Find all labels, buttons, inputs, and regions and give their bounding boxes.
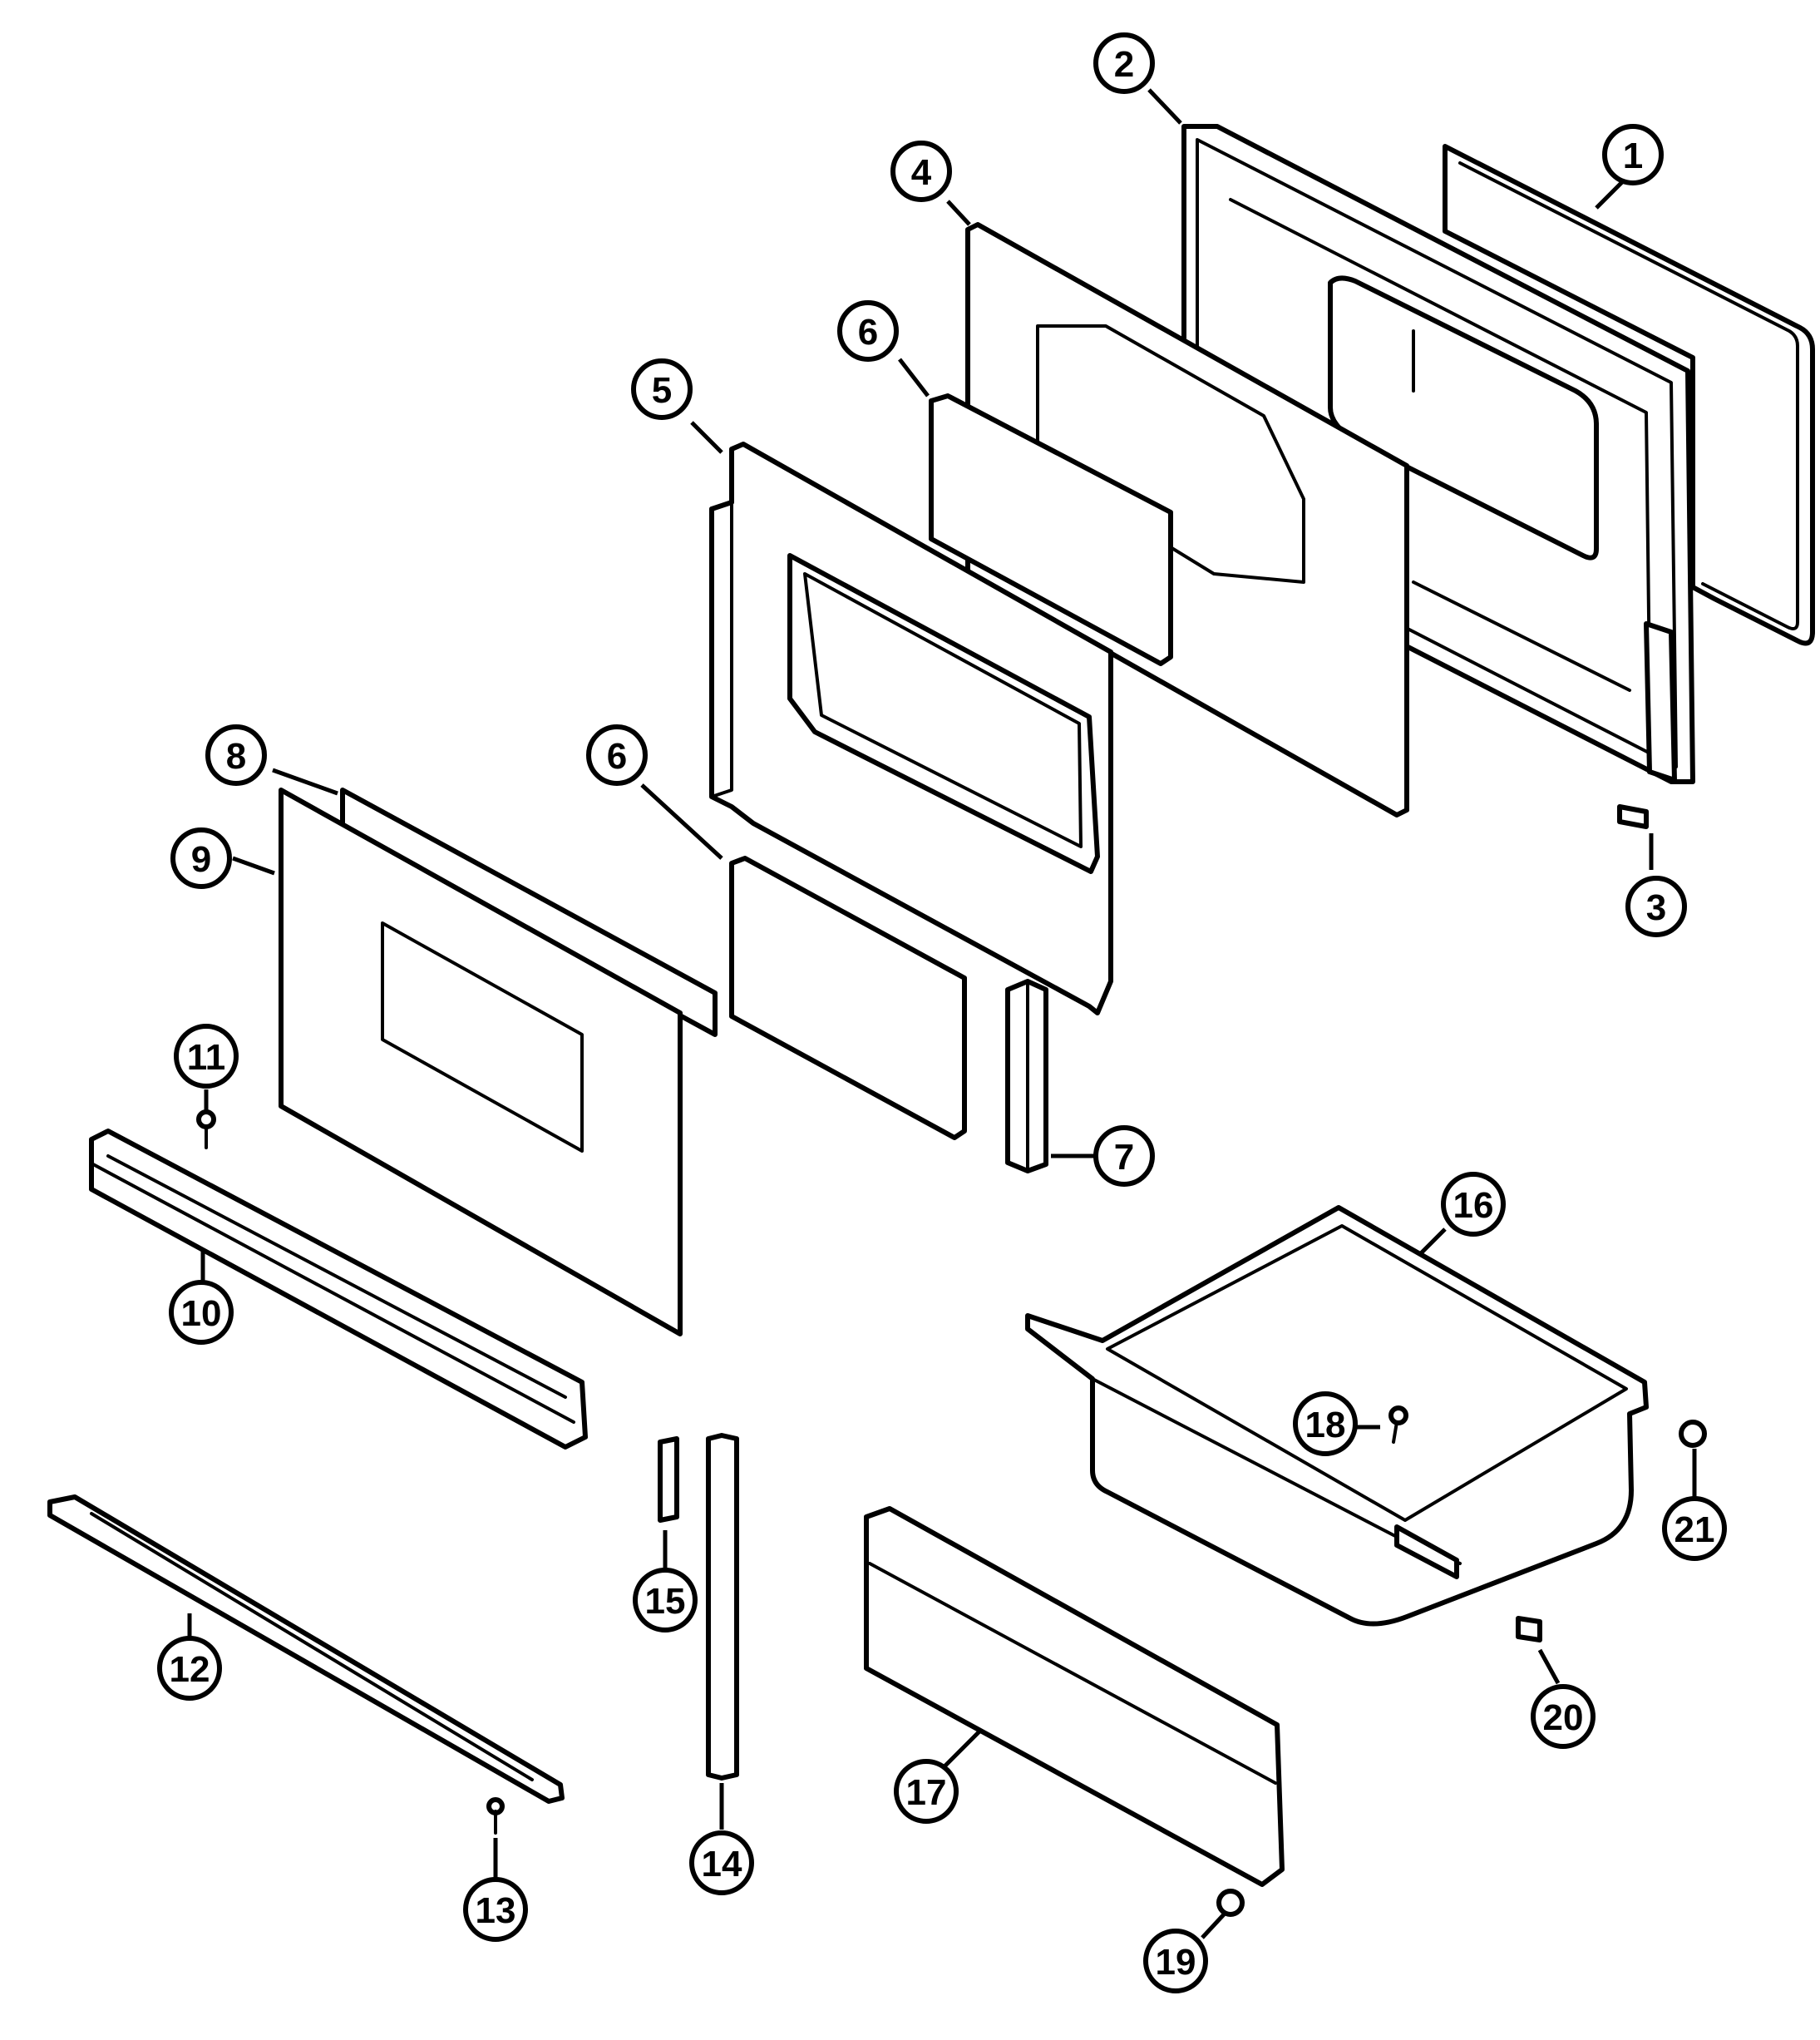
part-19-bumper: [1216, 1889, 1245, 1917]
callout-21-label: 21: [1674, 1509, 1715, 1550]
part-6-upper-glass: [929, 393, 1173, 666]
callout-8-label: 8: [226, 736, 246, 777]
callout-9-label: 9: [191, 839, 211, 880]
callout-6-upper-label: 6: [858, 312, 878, 353]
callout-6-lower-label: 6: [607, 736, 627, 777]
callout-1: 1: [1602, 124, 1664, 185]
callout-5-label: 5: [652, 370, 672, 411]
callout-20: 20: [1531, 1684, 1596, 1749]
callout-4-label: 4: [911, 152, 932, 193]
callout-2-label: 2: [1114, 44, 1134, 85]
callout-21: 21: [1662, 1496, 1727, 1561]
callout-3-label: 3: [1646, 887, 1666, 928]
part-11-screw: [196, 1109, 216, 1149]
callout-9: 9: [170, 827, 232, 889]
part-6-lower-glass: [729, 856, 967, 1140]
callout-13: 13: [463, 1877, 528, 1942]
part-17-drawer-front: [864, 1506, 1285, 1887]
callout-10-label: 10: [181, 1293, 222, 1334]
part-21-knob: [1679, 1420, 1707, 1448]
callout-5: 5: [631, 358, 693, 420]
callout-17: 17: [894, 1759, 959, 1824]
callout-8: 8: [205, 724, 267, 786]
part-14-long-strip: [706, 1433, 739, 1781]
part-18-screw: [1388, 1405, 1408, 1444]
callout-6-upper: 6: [837, 300, 899, 362]
callout-16: 16: [1441, 1172, 1506, 1237]
part-20-block: [1516, 1616, 1542, 1642]
part-3-clip: [1617, 804, 1649, 829]
callout-4: 4: [890, 141, 952, 202]
callout-7-label: 7: [1114, 1137, 1134, 1178]
part-9-outer-door: [279, 788, 683, 1336]
callout-11: 11: [174, 1024, 239, 1089]
callout-18: 18: [1293, 1391, 1358, 1456]
part-15-short-strip: [658, 1436, 679, 1523]
callout-14-label: 14: [702, 1844, 742, 1884]
callout-11-label: 11: [187, 1037, 226, 1078]
callout-19: 19: [1143, 1929, 1208, 1993]
callout-7: 7: [1093, 1125, 1155, 1187]
callout-12: 12: [157, 1636, 222, 1701]
part-10-vent-trim: [89, 1129, 588, 1450]
callout-17-label: 17: [906, 1772, 947, 1813]
callout-12-label: 12: [170, 1649, 210, 1690]
callout-19-label: 19: [1156, 1942, 1196, 1983]
callout-16-label: 16: [1453, 1185, 1494, 1226]
callout-15: 15: [633, 1568, 698, 1632]
part-8-gasket-strip: [340, 788, 718, 1037]
callout-15-label: 15: [645, 1581, 686, 1622]
callout-6-lower: 6: [586, 724, 648, 786]
part-1-door-gasket: [1443, 144, 1815, 646]
part-7-hinge-bracket: [1005, 979, 1048, 1173]
callout-3: 3: [1625, 876, 1687, 937]
part-13-screw: [486, 1797, 505, 1835]
callout-14: 14: [689, 1830, 754, 1895]
part-5-door-liner: [709, 442, 1113, 1015]
callout-10: 10: [169, 1280, 234, 1345]
part-12-lower-rail: [47, 1494, 565, 1804]
callout-18-label: 18: [1305, 1405, 1346, 1445]
callout-13-label: 13: [476, 1890, 516, 1931]
callout-2: 2: [1093, 32, 1155, 94]
callout-1-label: 1: [1623, 136, 1643, 176]
callout-20-label: 20: [1543, 1697, 1584, 1738]
